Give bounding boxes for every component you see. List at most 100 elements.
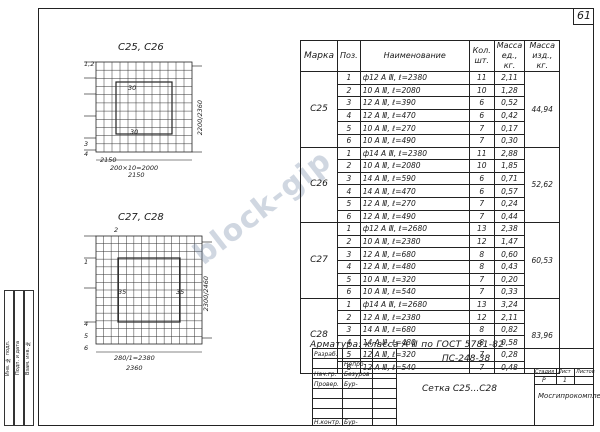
cell-mass: 2,11 [493, 71, 526, 85]
stamp-stage-value: Р [542, 377, 546, 384]
cell-qty: 7 [468, 121, 495, 135]
cell-qty: 7 [468, 209, 495, 224]
cell-mass: 0,17 [493, 121, 526, 135]
cell-qty: 6 [468, 96, 495, 110]
cell-qty: 7 [468, 196, 495, 211]
cell-pos: 2 [337, 234, 361, 249]
cell-name: 12 А Ⅲ, ℓ=680 [359, 247, 470, 261]
cell-name: ф12 А Ⅲ, ℓ=2680 [359, 222, 470, 236]
cell-mass-total: 60,53 [524, 222, 561, 299]
stamp-stage-header: Стадия [535, 369, 555, 375]
dim-label-2: 2 [114, 226, 119, 234]
header-qty: Кол. шт. [468, 40, 495, 72]
cell-pos: 5 [337, 272, 361, 287]
dim-label-5b: 5 [84, 332, 89, 340]
stamp-sheet-header: Лист [558, 369, 571, 375]
cell-name: 10 А Ⅲ, ℓ=320 [359, 272, 470, 287]
cell-mass: 0,44 [493, 209, 526, 224]
stamp-sheet-title: Сетка С25...С28 [422, 384, 497, 394]
cell-pos: 5 [337, 121, 361, 135]
cell-qty: 12 [468, 310, 495, 324]
cell-qty: 8 [468, 247, 495, 261]
dim-label-span: 280/1=2380 [114, 354, 155, 362]
cell-qty: 11 [468, 146, 495, 161]
stamp-sheet-value: 1 [563, 377, 567, 384]
cell-pos: 6 [337, 133, 361, 148]
cell-mass: 0,30 [493, 133, 526, 148]
dim-label-bottom-b: 200×10=2000 [110, 164, 159, 172]
cell-name: 10 А Ⅲ, ℓ=2080 [359, 83, 470, 98]
cell-mass: 0,71 [493, 171, 526, 186]
cell-pos: 1 [337, 71, 361, 85]
dim-label-30a: 30 [128, 84, 137, 92]
cell-name: 10 А Ⅲ, ℓ=490 [359, 133, 470, 148]
header-name: Наименование [359, 40, 470, 72]
cell-mass: 0,82 [493, 322, 526, 337]
cell-name: 10 А Ⅲ, ℓ=2080 [359, 159, 470, 173]
cell-mass: 0,43 [493, 259, 526, 274]
stamp-label-group-head: Нач.гр. [314, 371, 337, 378]
cell-mass: 0,52 [493, 96, 526, 110]
strip-cell-signature: Подп. и дата [14, 290, 24, 426]
cell-pos: 1 [337, 222, 361, 236]
header-mass-total: Масса изд., кг. [524, 40, 561, 72]
left-binding-strip: Инв. № подл. Подп. и дата Взам. инв. № [4, 290, 34, 426]
cell-pos: 1 [337, 297, 361, 312]
cell-name: 10 А Ⅲ, ℓ=540 [359, 285, 470, 299]
cell-qty: 10 [468, 83, 495, 98]
dim-label-35b: 35 [176, 288, 185, 296]
cell-mass: 3,24 [493, 297, 526, 312]
cell-qty: 10 [468, 159, 495, 173]
dim-label-total: 2360 [126, 364, 143, 372]
stamp-name-norm-control: Бур- [344, 419, 358, 426]
cell-name: 14 А Ⅲ, ℓ=470 [359, 184, 470, 198]
cell-pos: 2 [337, 83, 361, 98]
cell-qty: 6 [468, 108, 495, 123]
cell-mass: 2,11 [493, 310, 526, 324]
cell-qty: 8 [468, 259, 495, 274]
mesh-drawing-c25-c26 [84, 61, 202, 161]
stamp-sheets-header: Листов [576, 369, 595, 375]
title-block-stamp: Разраб. Нач.гр. Провер. Н.контр. Непро Б… [312, 348, 600, 426]
cell-mark: С26 [300, 146, 338, 224]
cell-qty: 11 [468, 71, 495, 85]
dim-label-4b: 4 [84, 320, 89, 328]
mesh-drawing-c27-c28 [84, 235, 212, 353]
cell-name: 12 А Ⅲ, ℓ=490 [359, 209, 470, 224]
cell-mark: С25 [300, 71, 338, 148]
header-mass-unit: Масса ед., кг. [493, 40, 526, 72]
cell-mass: 0,42 [493, 108, 526, 123]
cell-qty: 12 [468, 234, 495, 249]
cell-mark: С27 [300, 222, 338, 299]
stamp-doc-code: ПС-248-38 [442, 354, 491, 364]
cell-mass: 0,48 [493, 360, 526, 375]
dim-label-bottom-a: 2150 [100, 156, 117, 164]
cell-pos: 1 [337, 146, 361, 161]
dim-label-6b: 6 [84, 344, 89, 352]
cell-pos: 2 [337, 159, 361, 173]
armature-note: Арматура: класса А Ⅲ по ГОСТ 5781-82 [310, 340, 505, 350]
cell-mass: 2,88 [493, 146, 526, 161]
header-mark: Марка [300, 40, 338, 72]
cell-pos: 5 [337, 196, 361, 211]
cell-name: 14 А Ⅲ, ℓ=590 [359, 171, 470, 186]
cell-qty: 7 [468, 285, 495, 299]
dim-label-4: 4 [84, 150, 89, 158]
cell-mass: 0,33 [493, 285, 526, 299]
cell-pos: 3 [337, 171, 361, 186]
dim-label-35a: 35 [118, 288, 127, 296]
cell-name: ф12 А Ⅲ, ℓ=2380 [359, 71, 470, 85]
